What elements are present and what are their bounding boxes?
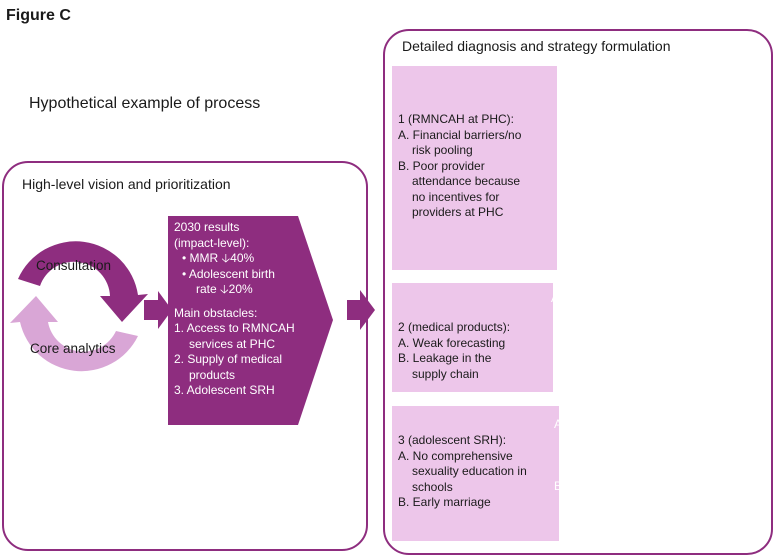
diagnosis-line: risk pooling — [412, 143, 473, 157]
results-item-birth-2: rate 🡣20% — [196, 282, 253, 296]
diagnosis-cell-3 — [392, 406, 559, 541]
strategy-line: 2017, etc. — [590, 234, 643, 248]
core-analytics-arc — [10, 296, 138, 372]
results-heading-1: 2030 results — [174, 220, 240, 234]
diagnosis-cell-1 — [392, 66, 557, 270]
diagnosis-line: providers at PHC — [412, 205, 504, 219]
down-arrow-icon: 🡣 — [221, 251, 231, 265]
diagnosis-line: 1 (RMNCAH at PHC): — [398, 112, 515, 126]
right-panel-title: Detailed diagnosis and strategy formulat… — [402, 38, 671, 54]
strategy-line: • Interventions: piloting of — [571, 448, 706, 462]
diagnosis-line: no incentives for — [412, 189, 500, 204]
cycle-graphic — [10, 241, 148, 372]
strategy-line: forecasting; contracting out — [581, 353, 726, 367]
strategy-line: A. Result: SRH knowledge 🡡25% — [554, 417, 732, 431]
obstacle-line: products — [189, 367, 236, 382]
strategy-text-1: A. Result: introduction of national heal… — [560, 79, 758, 250]
strategy-line: • Interventions: design of — [577, 125, 709, 140]
strategy-line: from 5 to 13 districts by — [590, 218, 715, 233]
diagnosis-line: 3 (adolescent SRH): — [398, 433, 507, 447]
results-text: 2030 results (impact-level): • MMR 🡣40% … — [174, 220, 309, 399]
arrow-to-strategy — [347, 290, 375, 330]
diagnosis-line: B. Poor provider — [398, 158, 485, 173]
diagnosis-text-2: 2 (medical products): A. Weak forecastin… — [398, 320, 538, 382]
strategy-line: • Interventions: capacity — [568, 322, 695, 336]
diagnosis-line: B. Leakage in the — [398, 351, 492, 365]
diagnosis-line: A. Weak forecasting — [398, 335, 506, 350]
up-arrow-icon: 🡡 — [698, 417, 708, 431]
strategy-line: B. Result: provider attendance — [560, 156, 722, 171]
diagnosis-line: sexuality education in — [412, 464, 527, 478]
consultation-arc — [18, 241, 148, 322]
figure-label: Figure C — [6, 7, 71, 24]
strategy-line: CSE in 10 schools, etc. — [584, 463, 709, 478]
strategy-line: A. Result: introduction of — [560, 79, 691, 93]
strategy-line: B. Result: early marriage 🡣20% — [554, 479, 723, 493]
diagnosis-line: 2 (medical products): — [398, 320, 511, 334]
strategy-text-3: A. Result: SRH knowledge 🡡25% in adolesc… — [554, 417, 756, 526]
strategy-line: building and new IT on — [581, 337, 702, 352]
obstacle-line: services at PHC — [189, 336, 276, 351]
obstacles-heading: Main obstacles: — [174, 305, 258, 320]
down-arrow-icon: 🡣 — [698, 291, 708, 305]
strategy-text-2: A. and B. Result: stockouts 🡣35% by 2020… — [551, 291, 756, 384]
strategy-line: 2030 — [577, 110, 604, 124]
strategy-line: • Interventions: marriage — [571, 494, 702, 509]
strategy-line: risk pooling, etc. — [590, 141, 677, 155]
subtitle: Hypothetical example of process — [29, 95, 261, 112]
diagnosis-line: attendance because — [412, 174, 521, 188]
core-analytics-label: Core analytics — [30, 341, 116, 356]
diagnosis-text-3: 3 (adolescent SRH): A. No comprehensive … — [398, 433, 548, 511]
down-arrow-icon: 🡣 — [220, 282, 229, 296]
strategy-line: of distribution chain — [581, 368, 685, 383]
up-arrow-icon: 🡡 — [577, 172, 586, 186]
results-heading-2: (impact-level): — [174, 235, 250, 250]
consultation-label: Consultation — [36, 258, 112, 273]
arrow-to-results — [144, 291, 172, 329]
results-item-birth: • Adolescent birth — [182, 266, 275, 281]
strategy-line: scale-up of PBF for providers — [577, 187, 733, 202]
diagnosis-text-1: 1 (RMNCAH at PHC): A. Financial barriers… — [398, 112, 538, 221]
strategy-line: • Interventions: expand PBF — [577, 203, 726, 217]
results-item-mmr: • MMR 🡣40% — [182, 251, 255, 265]
results-chevron — [168, 216, 333, 425]
diagnosis-line: B. Early marriage — [398, 495, 491, 509]
obstacle-line: 2. Supply of medical — [174, 352, 283, 366]
obstacle-line: 3. Adolescent SRH — [174, 383, 275, 397]
diagnosis-cell-2 — [392, 283, 553, 392]
diagnosis-line: A. No comprehensive — [398, 448, 513, 463]
strategy-line: by 2020 — [565, 306, 608, 321]
strategy-line: in adolescents by 2020 — [571, 432, 694, 447]
diagnosis-line: schools — [412, 479, 453, 494]
down-arrow-icon: 🡣 — [689, 479, 699, 493]
strategy-line: national health insurance by — [577, 94, 727, 109]
up-arrow-icon: 🡡 — [646, 510, 656, 524]
obstacle-line: 1. Access to RMNCAH — [174, 321, 295, 335]
left-panel-title: High-level vision and prioritization — [22, 176, 231, 192]
strategy-line: A. and B. Result: stockouts 🡣35% — [551, 291, 732, 305]
diagnosis-line: A. Financial barriers/no — [398, 127, 522, 142]
strategy-line: registration 🡡30%, etc. — [584, 510, 706, 524]
diagnosis-line: supply chain — [412, 366, 479, 381]
strategy-line: 🡡25% through national — [577, 172, 700, 186]
